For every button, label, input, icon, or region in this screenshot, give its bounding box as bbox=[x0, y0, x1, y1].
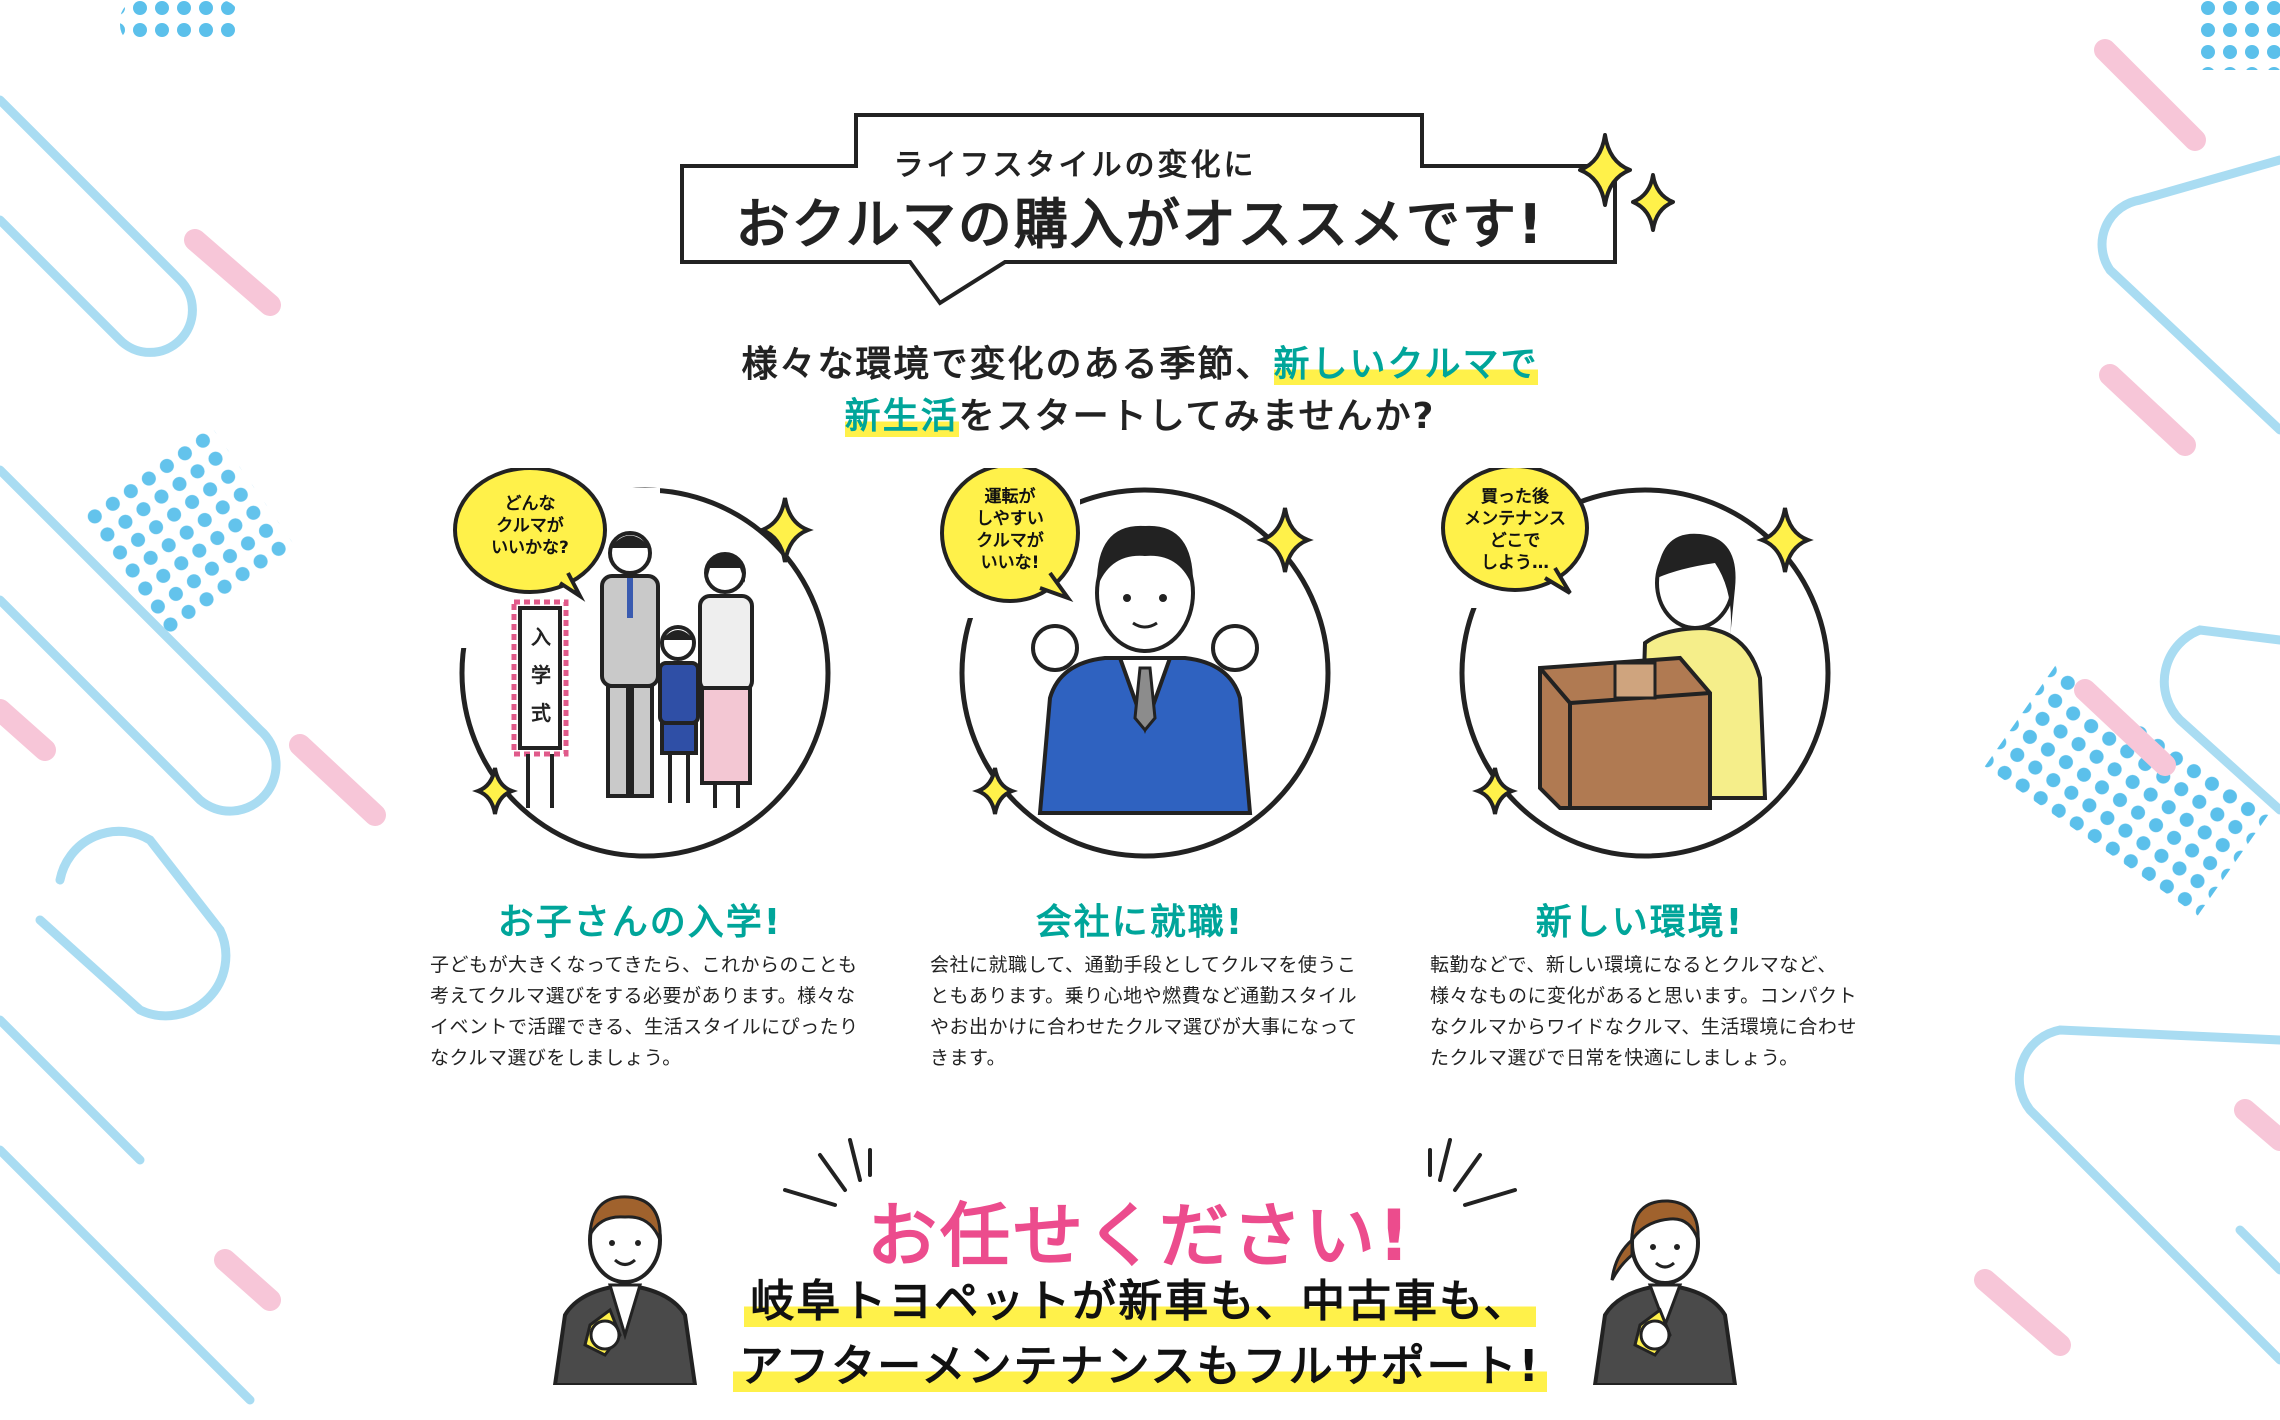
feature-title: 新しい環境! bbox=[1535, 902, 1745, 943]
bubble-line: メンテナンス bbox=[1464, 509, 1566, 529]
lead-highlight: 新生活 bbox=[844, 396, 959, 437]
cta-headline: お任せください! bbox=[867, 1195, 1413, 1277]
emphasis-lines-icon bbox=[783, 1138, 872, 1207]
lead-text: をスタートしてみませんか? bbox=[958, 396, 1436, 437]
header-bubble: ライフスタイルの変化に おクルマの購入がオススメです! bbox=[660, 110, 1620, 310]
bubble-line: いいかな? bbox=[491, 538, 569, 558]
bubble-line: クルマが bbox=[496, 516, 564, 536]
lead-highlight: 新しいクルマで bbox=[1273, 344, 1539, 385]
bubble-line: クルマが bbox=[976, 531, 1044, 551]
speech-bubble-text: どんな クルマが いいかな? bbox=[475, 493, 585, 559]
woman-with-box-illustration bbox=[1430, 468, 1831, 859]
dot-pattern bbox=[120, 0, 240, 45]
bubble-line: しやすい bbox=[976, 509, 1044, 529]
lead-line-1: 様々な環境で変化のある季節、新しいクルマで bbox=[0, 335, 2280, 387]
lead-line-2: 新生活をスタートしてみませんか? bbox=[0, 387, 2280, 439]
header-subtitle: ライフスタイルの変化に bbox=[893, 148, 1257, 183]
bubble-line: しよう… bbox=[1481, 553, 1549, 573]
lead-text: 様々な環境で変化のある季節、 bbox=[741, 344, 1274, 385]
bubble-line: 買った後 bbox=[1481, 487, 1549, 507]
sign-char: 入 bbox=[531, 625, 551, 649]
feature-description: 子どもが大きくなってきたら、これからのことも考えてクルマ選びをする必要があります… bbox=[430, 954, 859, 1069]
bubble-line: 運転が bbox=[984, 487, 1036, 507]
cta-line-text: 岐阜トヨペットが新車も、中古車も、 bbox=[744, 1276, 1536, 1327]
sparkle-icon bbox=[1578, 133, 1675, 232]
feature-title: お子さんの入学! bbox=[497, 902, 783, 943]
sign-char: 学 bbox=[531, 663, 551, 687]
staff-woman-illustration bbox=[1592, 1199, 1738, 1385]
speech-bubble-text: 買った後 メンテナンス どこで しよう… bbox=[1452, 486, 1578, 574]
bubble-line: どこで bbox=[1489, 531, 1541, 551]
header-title: おクルマの購入がオススメです! bbox=[735, 193, 1545, 256]
cta-line-2: アフターメンテナンスもフルサポート! bbox=[0, 1330, 2280, 1394]
staff-man-illustration bbox=[552, 1195, 698, 1385]
businessman-illustration bbox=[930, 468, 1331, 859]
sign-char: 式 bbox=[531, 701, 551, 725]
dot-pattern bbox=[2200, 0, 2280, 70]
bubble-line: どんな bbox=[504, 494, 556, 514]
feature-description: 転勤などで、新しい環境になるとクルマなど、様々なものに変化があると思います。コン… bbox=[1430, 954, 1858, 1069]
feature-title: 会社に就職! bbox=[1035, 902, 1245, 943]
family-illustration bbox=[453, 468, 831, 859]
speech-bubble-text: 運転が しやすい クルマが いいな! bbox=[955, 486, 1065, 574]
dot-pattern bbox=[1984, 659, 2273, 916]
entrance-sign-text: 入 学 式 bbox=[528, 618, 554, 732]
speech-bubble-outline bbox=[680, 113, 1617, 306]
bubble-line: いいな! bbox=[980, 553, 1040, 573]
dot-pattern bbox=[78, 423, 296, 639]
emphasis-lines-icon bbox=[1428, 1138, 1517, 1207]
feature-description: 会社に就職して、通勤手段としてクルマを使うこともあります。乗り心地や燃費など通勤… bbox=[930, 954, 1358, 1069]
cta-line-text: アフターメンテナンスもフルサポート! bbox=[733, 1341, 1547, 1392]
cta-line-1: 岐阜トヨペットが新車も、中古車も、 bbox=[0, 1265, 2280, 1329]
